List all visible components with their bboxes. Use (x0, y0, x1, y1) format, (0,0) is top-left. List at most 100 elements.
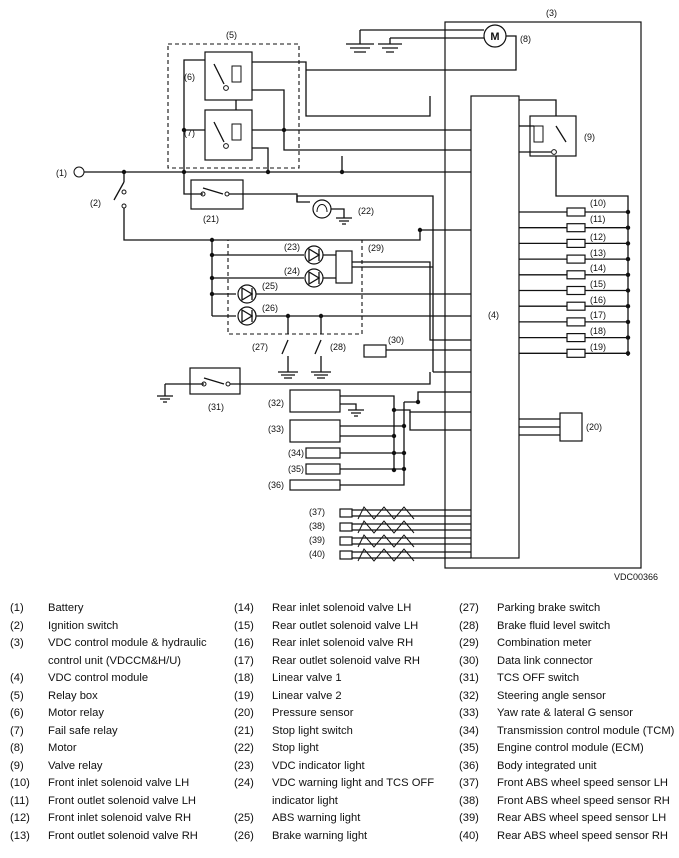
callout-40: (40) (309, 549, 325, 559)
diagram-artwork (73, 21, 642, 569)
legend-item: (37)Front ABS wheel speed sensor LH (459, 775, 679, 793)
legend-text: Rear ABS wheel speed sensor RH (497, 829, 669, 842)
legend-number: (7) (10, 724, 24, 737)
legend-item: (31)TCS OFF switch (459, 670, 679, 688)
solenoid-valve-17 (566, 317, 586, 327)
legend-item: (8) Motor (10, 740, 220, 758)
legend-number: (10) (10, 777, 30, 789)
callout-10: (10) (590, 198, 606, 208)
legend-number: (27) (459, 602, 479, 614)
legend-column-2: (14) Rear inlet solenoid valve LH (15)Rear… (234, 600, 456, 845)
legend-number: (2) (10, 619, 24, 632)
legend-text: Steering angle sensor (497, 689, 606, 702)
legend-number: (25) (234, 812, 254, 824)
legend-number: (32) (459, 689, 479, 702)
legend-text: Front inlet solenoid valve LH (48, 777, 190, 789)
legend-item: (27)Parking brake switch (459, 600, 679, 618)
solenoid-valve-14 (566, 270, 586, 280)
motor-label: M (490, 31, 499, 43)
wheel-speed-sensor-38 (339, 522, 353, 532)
yaw-rate-sensor (289, 419, 341, 443)
solenoid-valve-11 (566, 223, 586, 233)
legend-text: Combination meter (497, 637, 592, 649)
wheel-speed-sensor-40 (339, 550, 353, 560)
combination-meter (227, 239, 363, 335)
legend-item: (7) Fail safe relay (10, 723, 220, 741)
callout-38: (38) (309, 521, 325, 531)
callout-35: (35) (288, 464, 304, 474)
legend-item: (17)Rear outlet solenoid valve RH (234, 653, 456, 671)
callout-3: (3) (546, 8, 557, 18)
legend-item: (9)Valve relay (10, 758, 220, 776)
legend-number: (22) (234, 742, 254, 754)
wheel-speed-sensors (339, 506, 471, 562)
callout-labels: (1)(2)(3)(4)(5)(6)(7)(8)(9)(10)(11)(12)(… (56, 8, 606, 559)
legend-text: Brake warning light (272, 829, 368, 842)
legend-number: (24) (234, 777, 254, 789)
wheel-speed-sensor-39 (339, 536, 353, 546)
ecm-box (305, 463, 341, 475)
callout-23: (23) (284, 242, 300, 252)
legend-item: (35)Engine control module (ECM) (459, 740, 679, 758)
legend-item: (20)Pressure sensor (234, 705, 456, 723)
legend-text: Stop light switch (272, 724, 353, 737)
solenoid-valve-13 (566, 254, 586, 264)
legend-number: (16) (234, 637, 254, 649)
legend-number: (40) (459, 829, 479, 842)
vdc-control-module-box (470, 95, 520, 559)
legend-text: Relay box (48, 689, 98, 702)
callout-5: (5) (226, 30, 237, 40)
legend-item: (39)Rear ABS wheel speed sensor LH (459, 810, 679, 828)
solenoid-valve-18 (566, 333, 586, 343)
legend-item: (33)Yaw rate & lateral G sensor (459, 705, 679, 723)
legend-text: Front inlet solenoid valve RH (48, 812, 192, 824)
legend-text: Motor (48, 742, 77, 754)
callout-14: (14) (590, 263, 606, 273)
legend-number: (20) (234, 707, 254, 719)
legend-item: (26)Brake warning light (234, 828, 456, 846)
legend-text: Rear outlet solenoid valve LH (272, 619, 419, 632)
legend-text: Rear outlet solenoid valve RH (272, 654, 420, 667)
solenoid-valves (519, 207, 631, 358)
meter-indicator-block (335, 250, 353, 284)
legend-number: (12) (10, 812, 30, 824)
legend-text: Rear inlet solenoid valve RH (272, 637, 414, 649)
legend-text: VDC warning light and TCS OFF indicator … (272, 777, 435, 807)
steering-angle-sensor (289, 389, 341, 413)
callout-32: (32) (268, 398, 284, 408)
legend-number: (14) (234, 602, 254, 614)
legend-number: (28) (459, 619, 479, 632)
legend-text: Rear inlet solenoid valve LH (272, 602, 412, 614)
solenoid-valve-19 (566, 348, 586, 358)
legend-item: (18)Linear valve 1 (234, 670, 456, 688)
legend-text: Fail safe relay (48, 724, 118, 737)
legend-item: (15)Rear outlet solenoid valve LH (234, 618, 456, 636)
legend-number: (8) (10, 742, 24, 754)
callout-12: (12) (590, 232, 606, 242)
legend-item: (25) ABS warning light (234, 810, 456, 828)
legend-number: (36) (459, 759, 479, 772)
legend-text: Data link connector (497, 654, 593, 667)
legend-number: (19) (234, 689, 254, 702)
legend-number: (3) (10, 637, 24, 649)
legend-item: (13) Front outlet solenoid valve RH (10, 828, 220, 846)
callout-31: (31) (208, 402, 224, 412)
solenoid-valve-15 (566, 285, 586, 296)
legend-item: (1)Battery (10, 600, 220, 618)
callout-8: (8) (520, 34, 531, 44)
legend-text: Front outlet solenoid valve RH (48, 829, 198, 842)
legend-text: Stop light (272, 742, 319, 754)
callout-11: (11) (590, 214, 605, 224)
legend-item: (5)Relay box (10, 688, 220, 706)
body-integrated-unit-box (289, 479, 341, 491)
legend-column-1: (1)Battery(2)Ignition switch(3)VDC contr… (10, 600, 220, 845)
legend-text: Ignition switch (48, 619, 119, 632)
legend-number: (13) (10, 829, 30, 842)
legend-text: ABS warning light (272, 812, 361, 824)
callout-22: (22) (358, 206, 374, 216)
legend-item: (6)Motor relay (10, 705, 220, 723)
legend-text: VDC indicator light (272, 759, 365, 772)
legend-text: Body integrated unit (497, 759, 597, 772)
diagram-code: VDC00366 (614, 572, 658, 582)
legend-number: (37) (459, 777, 479, 789)
